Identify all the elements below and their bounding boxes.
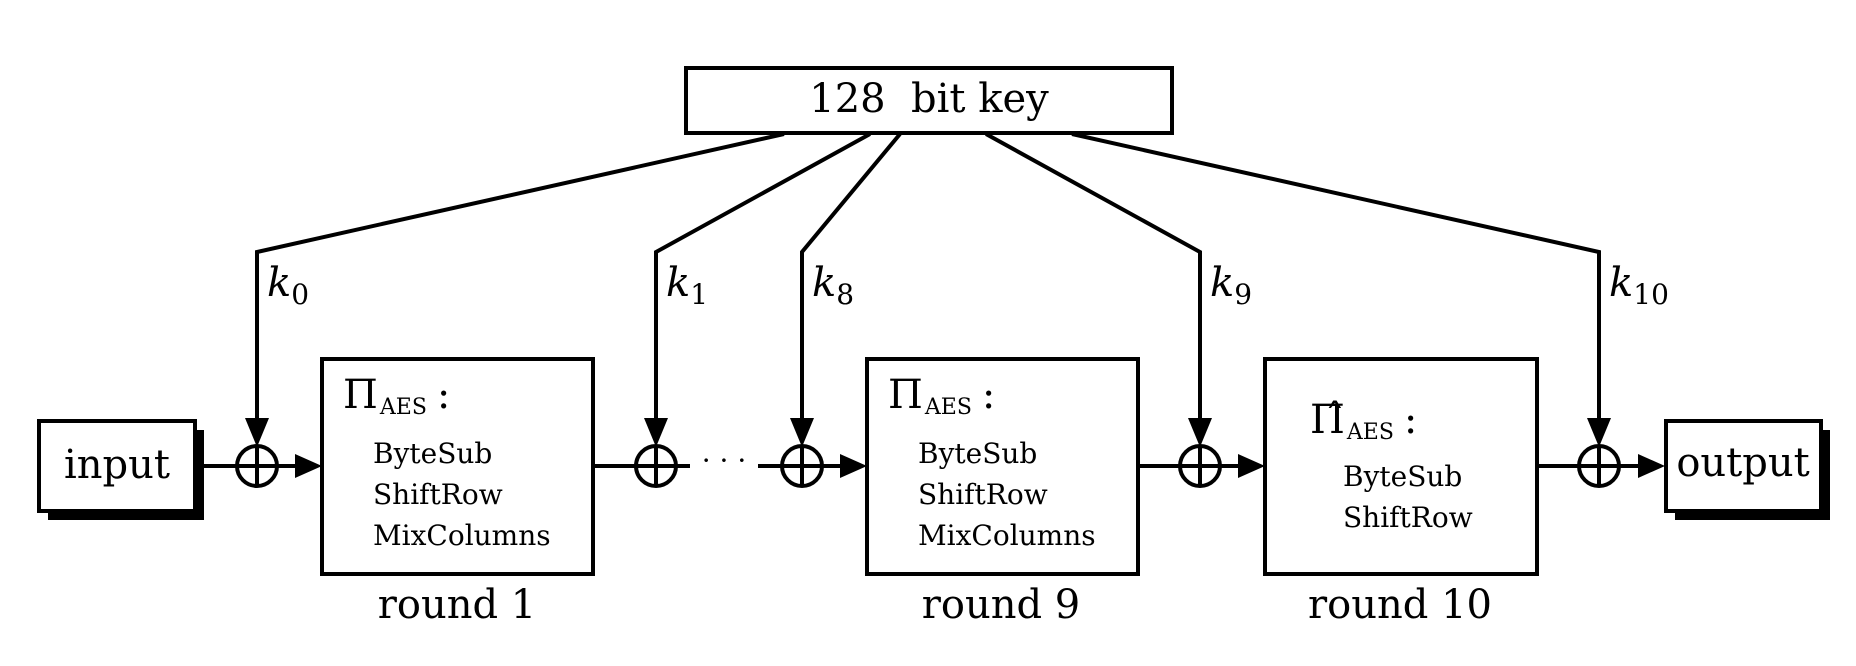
arrowhead-round1-in [295, 454, 322, 478]
key-line-k8 [800, 132, 902, 420]
arrowhead-k1 [644, 418, 668, 447]
ellipsis: · · · [702, 444, 747, 477]
round-9-box [865, 357, 1140, 576]
round-10-box [1263, 357, 1539, 576]
key-line-k0 [255, 132, 785, 420]
key-box [684, 66, 1174, 135]
round-10-title: Π̂AES: [1310, 397, 1417, 445]
key-line-k9 [985, 132, 1202, 420]
round-1-box [320, 357, 595, 576]
arrowhead-k9 [1188, 418, 1212, 447]
round-10-op-2: ShiftRow [1343, 501, 1473, 534]
round-10-op-1: ByteSub [1343, 460, 1462, 493]
output-box [1664, 419, 1823, 513]
round-1-op-2: ShiftRow [373, 478, 503, 511]
round-9-label: round 9 [922, 582, 1081, 628]
arrowhead-round9-in [840, 454, 867, 478]
round-1-title: ΠAES: [343, 372, 450, 420]
xor-k1 [634, 444, 678, 488]
arrowhead-k0 [245, 418, 269, 447]
round-key-label-k1: k1 [666, 260, 708, 311]
round-key-label-k10: k10 [1609, 260, 1669, 311]
arrowhead-k10 [1587, 418, 1611, 447]
round-key-label-k0: k0 [267, 260, 309, 311]
input-box-label: input [64, 442, 170, 488]
arrowhead-k8 [790, 418, 814, 447]
xor-k0 [235, 444, 279, 488]
round-10-label: round 10 [1308, 582, 1492, 628]
round-1-label: round 1 [378, 582, 537, 628]
round-9-op-1: ByteSub [918, 437, 1037, 470]
xor-k8 [780, 444, 824, 488]
round-key-label-k8: k8 [812, 260, 854, 311]
round-9-op-2: ShiftRow [918, 478, 1048, 511]
round-9-title: ΠAES: [888, 372, 995, 420]
arrowhead-output-in [1638, 454, 1665, 478]
key-line-k10 [1071, 132, 1601, 420]
round-1-op-1: ByteSub [373, 437, 492, 470]
arrowhead-round10-in [1238, 454, 1265, 478]
xor-k10 [1577, 444, 1621, 488]
output-box-label: output [1676, 440, 1809, 486]
round-1-op-3: MixColumns [373, 519, 551, 552]
round-9-op-3: MixColumns [918, 519, 1096, 552]
xor-k9 [1178, 444, 1222, 488]
key-line-k1 [654, 132, 871, 420]
round-key-label-k9: k9 [1210, 260, 1252, 311]
key-box-label: 128 bit key [809, 76, 1049, 122]
input-box [37, 419, 197, 513]
